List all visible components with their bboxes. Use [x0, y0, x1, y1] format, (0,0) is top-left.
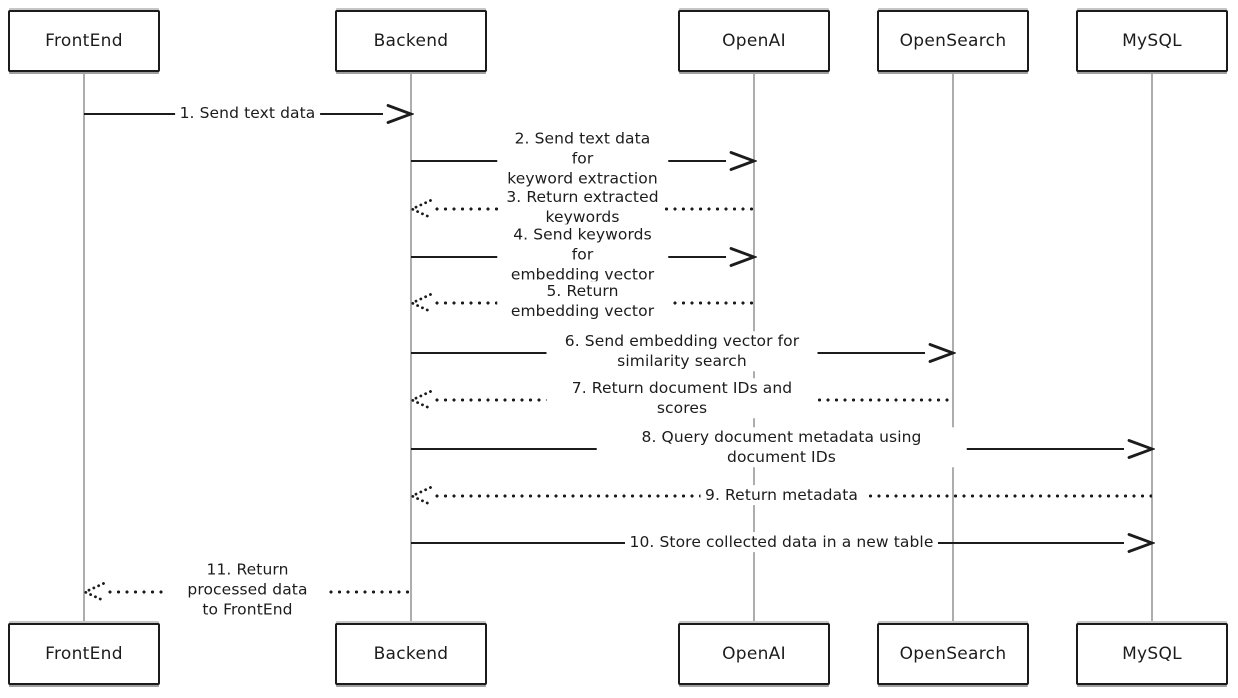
arrowhead-left-dotted-icon	[408, 293, 432, 313]
message-label: 9. Return metadata	[699, 485, 864, 506]
actor-bottom-mysql: MySQL	[1076, 623, 1228, 685]
actor-label: FrontEnd	[45, 644, 123, 664]
message-label: 8. Query document metadata using documen…	[596, 427, 967, 468]
arrowhead-right-icon	[729, 151, 757, 171]
actor-top-openai: OpenAI	[678, 10, 830, 72]
actor-bottom-backend: Backend	[335, 623, 487, 685]
message-label: 5. Return embedding vector	[496, 281, 669, 322]
message-label: 4. Send keywords for embedding vector	[496, 224, 669, 285]
arrowhead-right-icon	[729, 247, 757, 267]
arrowhead-right-icon	[1127, 439, 1155, 459]
actor-bottom-frontend: FrontEnd	[8, 623, 160, 685]
arrowhead-left-dotted-icon	[408, 390, 432, 410]
actor-label: FrontEnd	[45, 31, 123, 51]
actor-label: OpenSearch	[899, 31, 1007, 51]
message-label: 11. Return processed data to FrontEnd	[165, 559, 330, 620]
message-label: 1. Send text data	[174, 103, 321, 124]
message-label: 6. Send embedding vector for similarity …	[546, 331, 818, 372]
actor-top-backend: Backend	[335, 10, 487, 72]
message-label: 2. Send text data for keyword extraction	[496, 128, 669, 189]
actor-label: OpenSearch	[899, 644, 1007, 664]
actor-top-mysql: MySQL	[1076, 10, 1228, 72]
actor-top-frontend: FrontEnd	[8, 10, 160, 72]
actor-label: Backend	[373, 31, 449, 51]
actor-bottom-openai: OpenAI	[678, 623, 830, 685]
message-label: 10. Store collected data in a new table	[624, 532, 939, 553]
lifeline-opensearch	[952, 68, 954, 628]
actor-label: OpenAI	[722, 644, 786, 664]
lifeline-frontend	[83, 68, 85, 628]
arrowhead-left-dotted-icon	[81, 582, 105, 602]
arrowhead-right-icon	[1127, 533, 1155, 553]
lifeline-mysql	[1151, 68, 1153, 628]
arrowhead-left-dotted-icon	[408, 486, 432, 506]
arrowhead-right-icon	[386, 104, 414, 124]
actor-bottom-opensearch: OpenSearch	[877, 623, 1029, 685]
lifeline-backend	[410, 68, 412, 628]
actor-label: MySQL	[1122, 31, 1182, 51]
actor-label: OpenAI	[722, 31, 786, 51]
actor-label: MySQL	[1122, 644, 1182, 664]
arrowhead-left-dotted-icon	[408, 199, 432, 219]
message-label: 7. Return document IDs and scores	[546, 378, 818, 419]
message-label: 3. Return extracted keywords	[501, 187, 664, 228]
actor-top-opensearch: OpenSearch	[877, 10, 1029, 72]
actor-label: Backend	[373, 644, 449, 664]
arrowhead-right-icon	[928, 343, 956, 363]
